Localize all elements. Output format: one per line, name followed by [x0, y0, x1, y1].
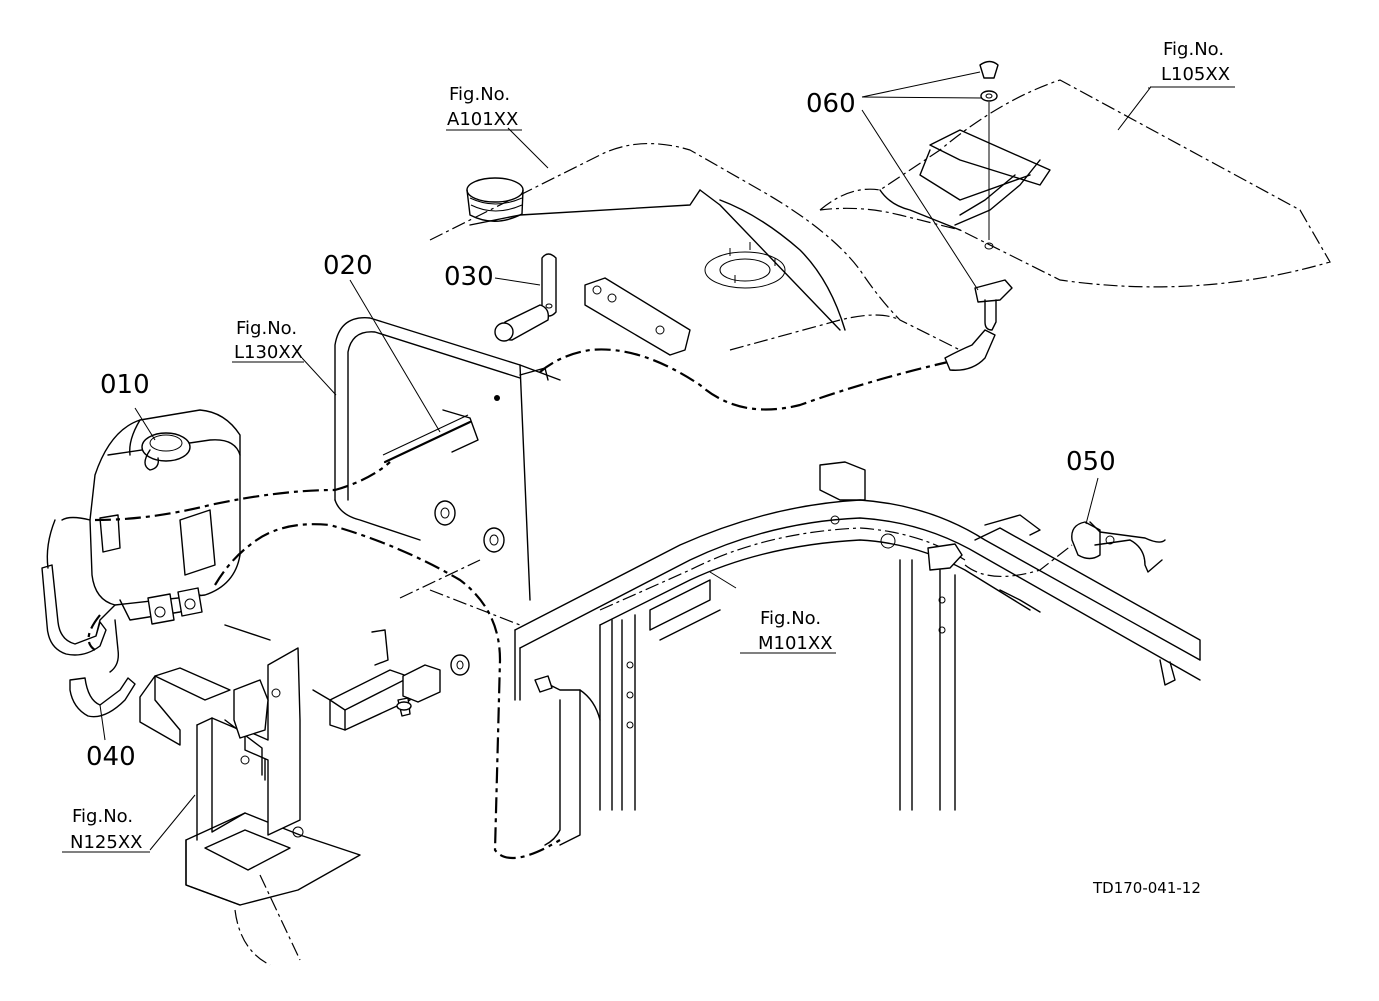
fender-plate-frame	[334, 317, 561, 626]
washer-hose-tank	[87, 461, 561, 860]
figure-ref-l105: Fig.No. L105XX	[1150, 39, 1235, 88]
figure-ref-l130-label: Fig.No.	[236, 318, 297, 339]
part-number-020: 020	[323, 251, 373, 281]
figure-ref-m101-label: Fig.No.	[760, 608, 821, 629]
washer-tube-straight	[382, 414, 472, 464]
figure-ref-n125: Fig.No. N125XX	[62, 806, 150, 853]
figure-ref-l105-code: L105XX	[1161, 64, 1230, 85]
figure-ref-a101-code: A101XX	[447, 109, 518, 130]
part-number-labels: 010 020 030 040 050 060	[86, 89, 1116, 772]
washer-tank	[89, 409, 241, 641]
figure-ref-l130: Fig.No. L130XX	[232, 318, 304, 363]
washer-hose-upper	[519, 329, 996, 411]
part-number-060: 060	[806, 89, 856, 119]
part-number-030: 030	[444, 262, 494, 292]
figure-ref-a101: Fig.No. A101XX	[446, 84, 522, 131]
upper-frame-outline	[819, 79, 1331, 288]
main-frame	[514, 461, 1201, 846]
figure-ref-l105-label: Fig.No.	[1163, 39, 1224, 60]
fender-panel-outline	[429, 143, 961, 351]
part-number-040: 040	[86, 742, 136, 772]
figure-ref-a101-label: Fig.No.	[449, 84, 510, 105]
figure-ref-n125-code: N125XX	[70, 832, 142, 853]
nozzle-mount-parts	[974, 60, 1013, 331]
fuel-filler-cap	[466, 177, 524, 222]
figure-ref-n125-label: Fig.No.	[72, 806, 133, 827]
part-number-050: 050	[1066, 447, 1116, 477]
mounting-bracket-assembly	[139, 624, 470, 966]
hose-clip	[964, 521, 1166, 577]
leader-lines	[99, 71, 1152, 851]
drain-hose	[41, 516, 136, 718]
part-number-010: 010	[100, 370, 150, 400]
tank-bracket-parts	[494, 253, 691, 356]
figure-reference-labels: Fig.No. A101XX Fig.No. L105XX Fig.No. L1…	[62, 39, 1235, 853]
figure-ref-m101-code: M101XX	[758, 633, 833, 654]
drawing-id: TD170-041-12	[1092, 879, 1201, 897]
figure-ref-m101: Fig.No. M101XX	[740, 608, 836, 654]
figure-ref-l130-code: L130XX	[234, 342, 303, 363]
